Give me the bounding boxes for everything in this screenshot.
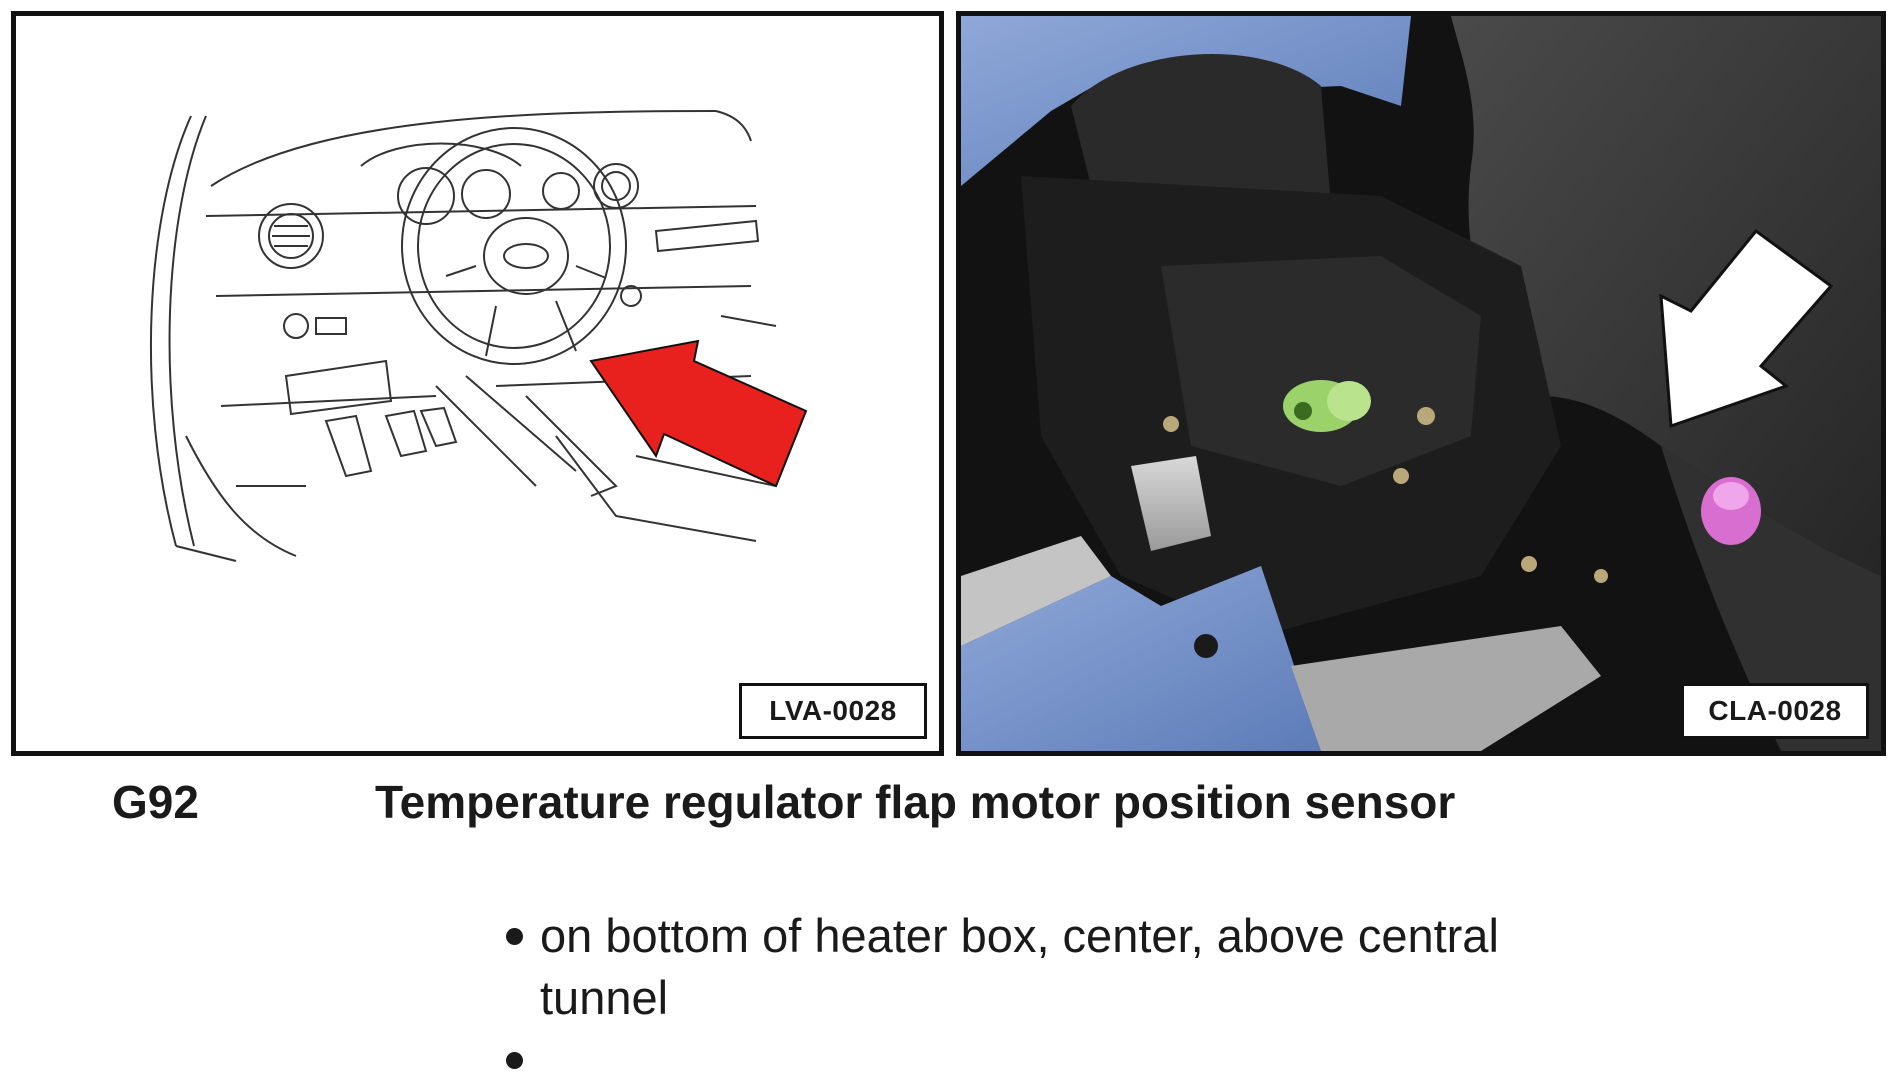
list-item: on bottom of heater box, center, above c… [500,905,1700,1029]
dashboard-line-drawing-figure: LVA-0028 [11,11,944,756]
red-location-arrow-icon [589,339,808,488]
component-code: G92 [112,776,199,828]
location-text: on bottom of heater box, center, above c… [540,909,1499,1024]
bullet-icon [506,1052,523,1069]
figure-reference-tag: LVA-0028 [739,683,927,739]
figure-reference-tag: CLA-0028 [1681,683,1869,739]
dashboard-illustration [149,110,808,562]
component-name: Temperature regulator flap motor positio… [375,776,1456,828]
heater-box-photo-figure: CLA-0028 [956,11,1886,756]
location-list: on bottom of heater box, center, above c… [500,905,1700,1091]
white-location-arrow-icon [1659,228,1834,429]
bullet-icon [506,928,523,945]
list-item [500,1029,1700,1091]
heater-box-photo [961,16,1881,751]
